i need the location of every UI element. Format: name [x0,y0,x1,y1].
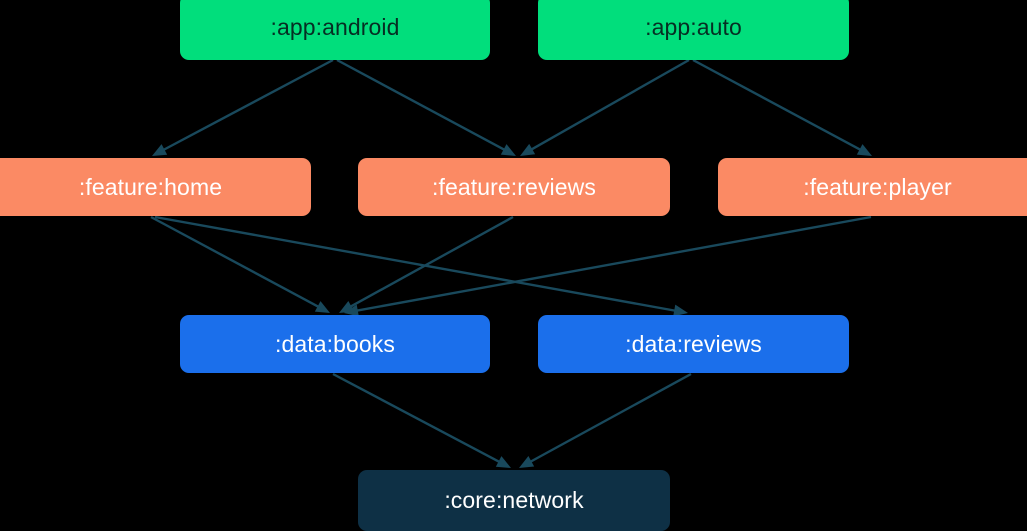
edge-arrowhead-icon [519,456,535,468]
graph-node-label: :feature:reviews [432,173,596,200]
graph-edge [519,372,692,468]
graph-node-app-auto[interactable]: :app:auto [538,0,849,60]
graph-node-core-network[interactable]: :core:network [358,470,670,531]
graph-edge [520,58,690,156]
edge-line [162,58,334,152]
graph-node-label: :feature:home [78,173,223,200]
graph-edge [344,215,872,317]
edge-arrowhead-icon [500,144,516,156]
graph-node-label: :app:auto [645,13,742,40]
graph-node-data-reviews[interactable]: :data:reviews [538,315,849,373]
graph-node-feature-home[interactable]: :feature:home [0,158,311,216]
graph-node-label: :app:android [270,13,400,40]
graph-node-label: :data:reviews [625,330,762,357]
edge-arrowhead-icon [856,144,872,156]
graph-node-label: :feature:player [803,173,952,200]
graph-edge [692,58,872,156]
edge-line [348,215,514,309]
edge-arrowhead-icon [152,144,168,156]
graph-node-label: :data:books [274,330,396,357]
graph-node-data-books[interactable]: :data:books [180,315,490,373]
edge-line [150,215,320,309]
graph-node-label: :core:network [444,487,584,513]
edge-line [336,58,506,152]
graph-edge [150,215,330,313]
edge-arrowhead-icon [495,456,511,468]
edge-line [529,58,690,152]
edge-line [332,372,501,464]
edge-line [154,215,677,313]
edge-arrowhead-icon [344,304,359,317]
edge-arrowhead-icon [520,143,536,156]
edge-arrowhead-icon [673,304,688,317]
graph-node-feature-reviews[interactable]: :feature:reviews [358,158,670,216]
graph-edge [154,215,688,317]
edge-line [692,58,862,152]
edge-line [355,215,872,313]
graph-edge [332,372,511,468]
edge-arrowhead-icon [314,301,330,313]
graph-edge [336,58,516,156]
graph-node-feature-player[interactable]: :feature:player [718,158,1027,216]
graph-edge [152,58,334,156]
graph-node-app-android[interactable]: :app:android [180,0,490,60]
edge-line [528,372,692,464]
